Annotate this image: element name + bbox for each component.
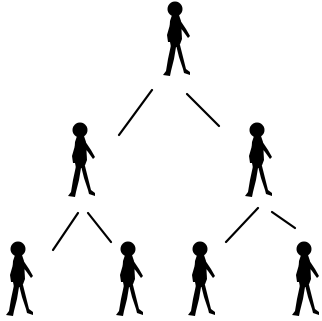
node-left-child-person-icon	[68, 122, 95, 197]
tree-nodes	[6, 1, 319, 316]
tree-edges	[51, 88, 297, 252]
edge-left-child-to-left-left-grandchild	[51, 211, 80, 252]
node-right-right-grandchild-person-icon	[292, 241, 319, 316]
node-right-left-grandchild-person-icon	[188, 241, 215, 316]
edge-right-child-to-right-left-grandchild	[224, 206, 260, 244]
edge-left-child-to-left-right-grandchild	[86, 211, 113, 244]
node-left-left-grandchild-person-icon	[6, 241, 33, 316]
edge-root-to-right-child	[185, 92, 221, 128]
node-root-person-icon	[163, 1, 190, 76]
edge-right-child-to-right-right-grandchild	[270, 210, 297, 230]
node-right-child-person-icon	[245, 122, 272, 197]
node-left-right-grandchild-person-icon	[116, 241, 143, 316]
edge-root-to-left-child	[117, 88, 154, 137]
